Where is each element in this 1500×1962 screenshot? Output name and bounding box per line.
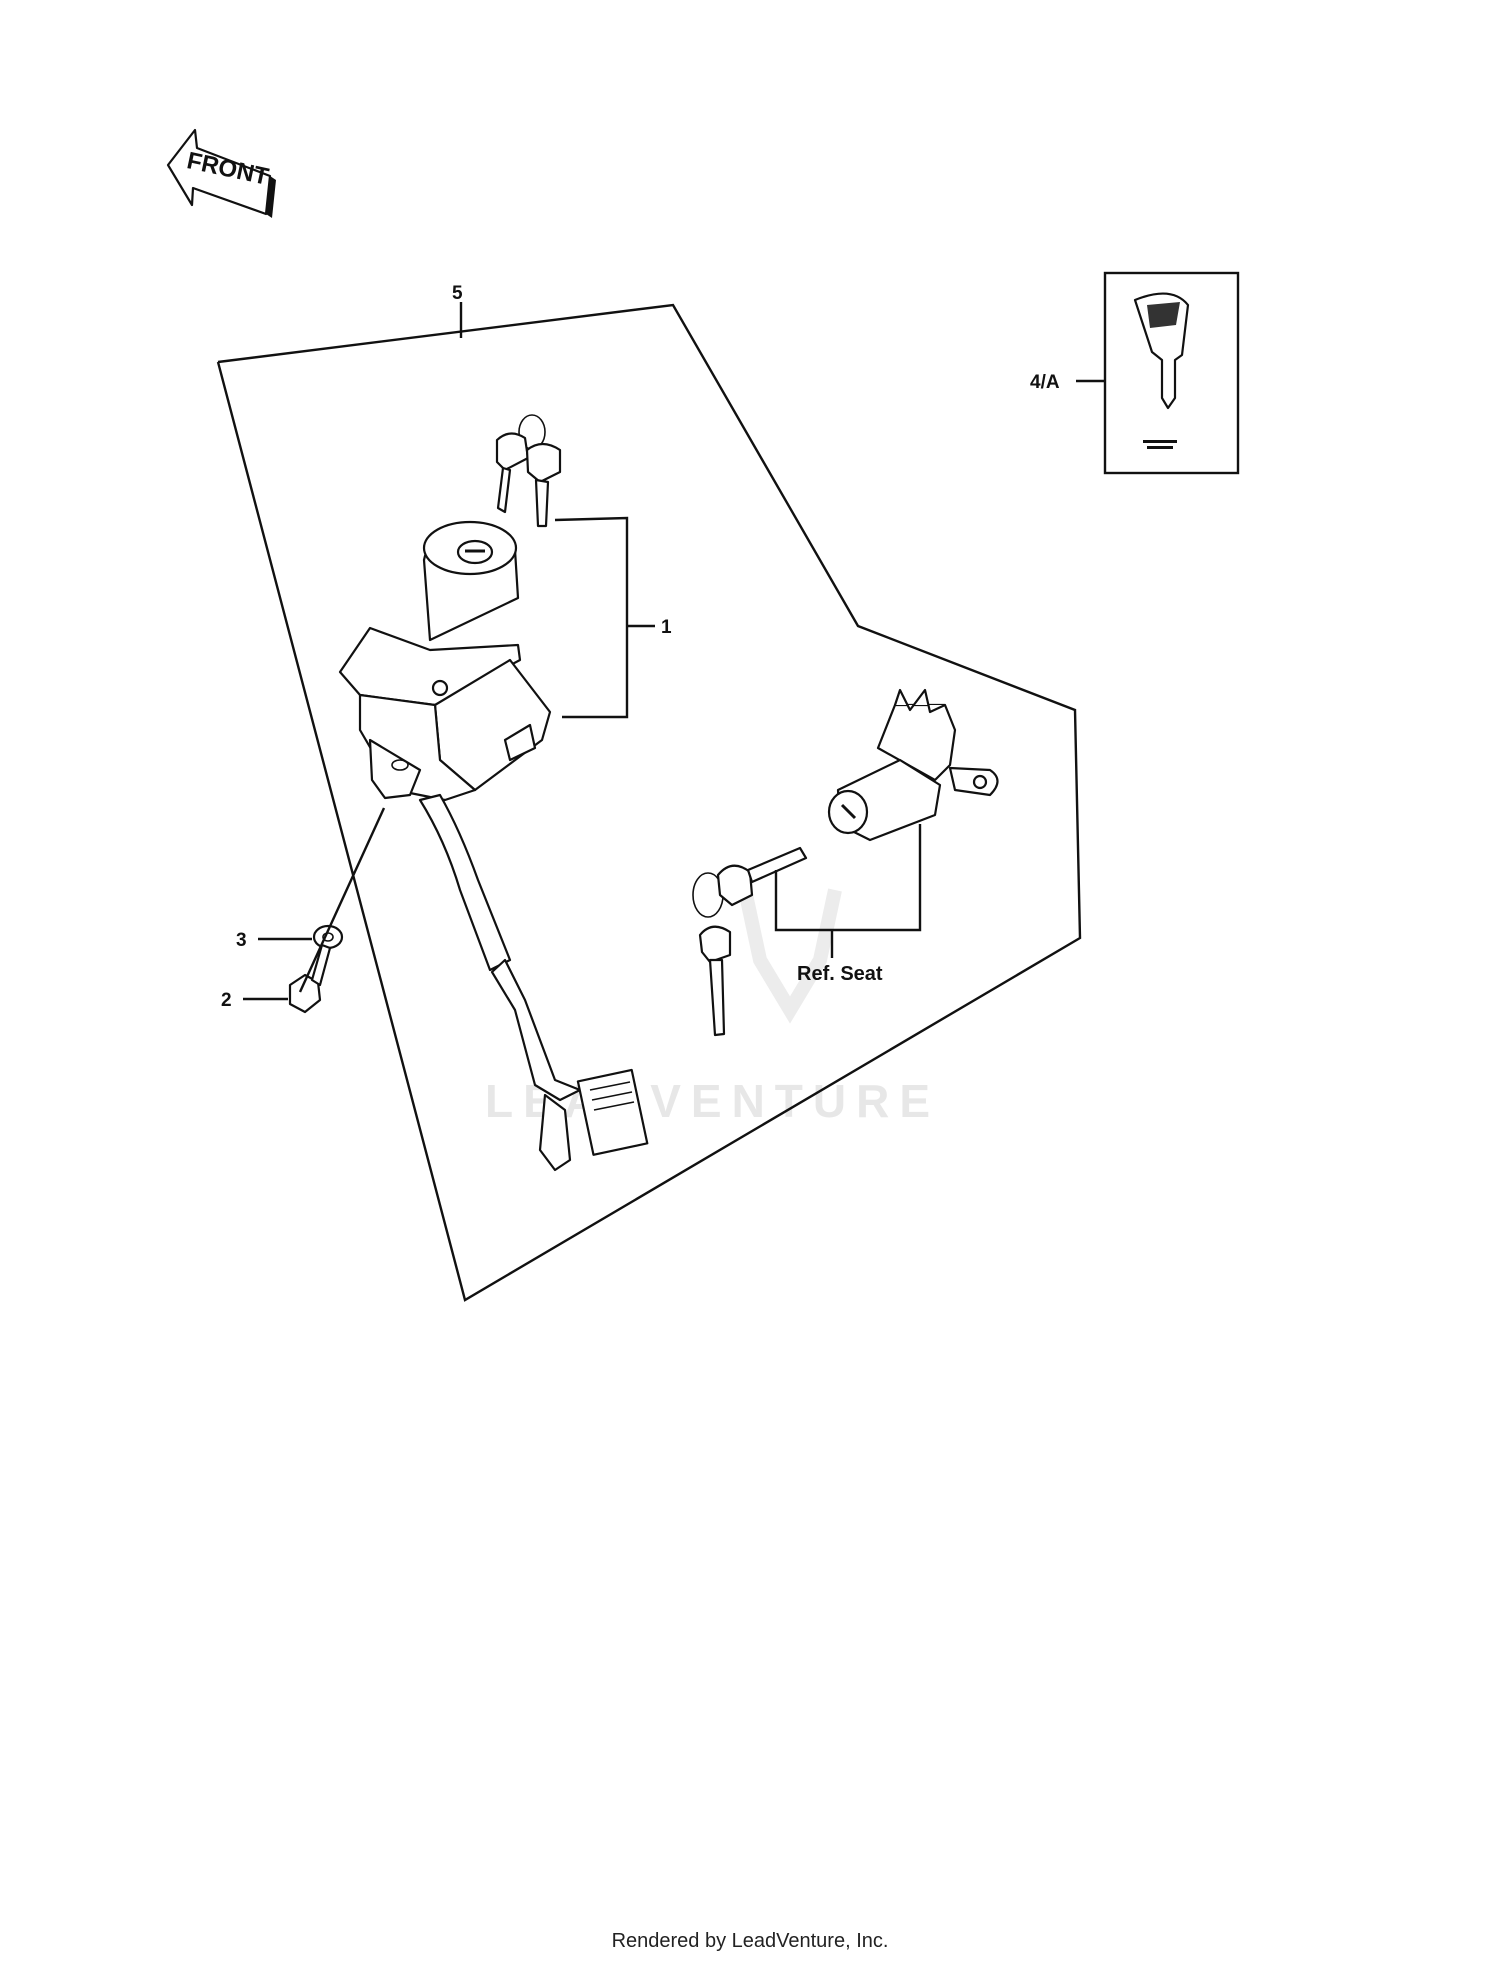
footer-credit: Rendered by LeadVenture, Inc. xyxy=(611,1930,889,1952)
ref-seat-bracket xyxy=(774,824,922,958)
ref-seat-label: Ref. Seat xyxy=(797,963,883,985)
callout-bolt: 2 xyxy=(221,990,232,1011)
seat-lock xyxy=(827,688,999,842)
callout-key-blank: 4/A xyxy=(1030,372,1060,393)
key-blank-box xyxy=(1076,271,1240,475)
bolt xyxy=(288,943,332,1014)
callout-1-bracket xyxy=(554,516,655,719)
ignition-switch xyxy=(338,520,649,1172)
fastener-leader-lines xyxy=(243,807,386,1001)
seat-keys xyxy=(692,846,808,1037)
switch-keys xyxy=(495,414,562,528)
key-blank-icon xyxy=(1133,292,1190,449)
set-group-outline xyxy=(216,302,1082,1302)
callout-main-switch: 1 xyxy=(661,617,672,638)
callout-washer: 3 xyxy=(236,930,247,951)
callout-set-group: 5 xyxy=(452,283,463,304)
front-arrow: FRONT xyxy=(166,128,276,218)
